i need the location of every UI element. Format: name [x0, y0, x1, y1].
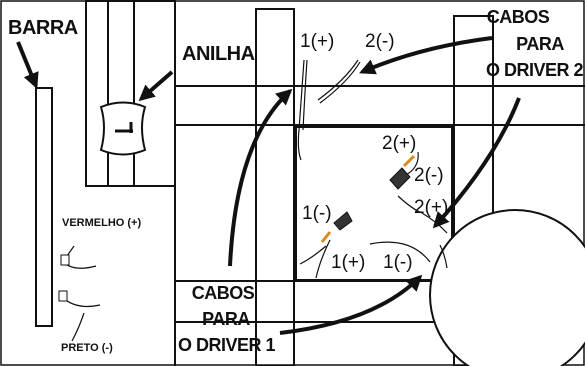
- label-box-1minus-bottom: 1(-): [383, 252, 413, 273]
- junction-box: [295, 126, 453, 281]
- arrow-driver2-top: [359, 36, 493, 75]
- label-cabos-driver1-l2: PARA: [202, 309, 250, 329]
- label-top-plus: 1(+): [300, 31, 335, 52]
- label-cabos-driver2-l3: O DRIVER 2: [486, 60, 584, 80]
- label-box-1minus-left: 1(-): [302, 203, 332, 224]
- inset-box: [85, 0, 176, 187]
- label-cabos-driver2-l1: CABOS: [486, 7, 550, 27]
- left-post: [255, 8, 295, 366]
- arrow-barra: [16, 41, 39, 89]
- arrow-driver1-box: [279, 274, 423, 335]
- right-post: [453, 15, 494, 366]
- label-anilha: ANILHA: [182, 43, 255, 65]
- label-vermelho: VERMELHO (+): [62, 217, 142, 229]
- clip-black: [58, 290, 68, 302]
- label-cabos-driver1-l1: CABOS: [191, 283, 255, 303]
- label-top-minus: 2(-): [365, 31, 395, 52]
- label-cabos-driver2-l2: PARA: [516, 34, 564, 54]
- arrow-anilha: [138, 70, 174, 102]
- wire-nut-upper: [389, 167, 411, 190]
- arrow-driver2-box: [432, 97, 521, 229]
- label-barra: BARRA: [8, 17, 78, 39]
- label-box-1plus: 1(+): [331, 252, 366, 273]
- label-box-2plus-lower: 2(+): [414, 197, 449, 218]
- label-cabos-driver1-l3: O DRIVER 1: [178, 335, 276, 355]
- round-fixture: [429, 209, 585, 366]
- label-box-2minus: 2(-): [414, 165, 444, 186]
- arrow-driver1-left: [228, 88, 293, 267]
- anilha-shape: [99, 101, 147, 156]
- label-preto: PRETO (-): [61, 342, 113, 354]
- barra-bar: [35, 87, 53, 327]
- label-box-2plus-upper: 2(+): [382, 133, 417, 154]
- wire-nut-lower: [333, 211, 353, 231]
- clip-red: [60, 254, 70, 266]
